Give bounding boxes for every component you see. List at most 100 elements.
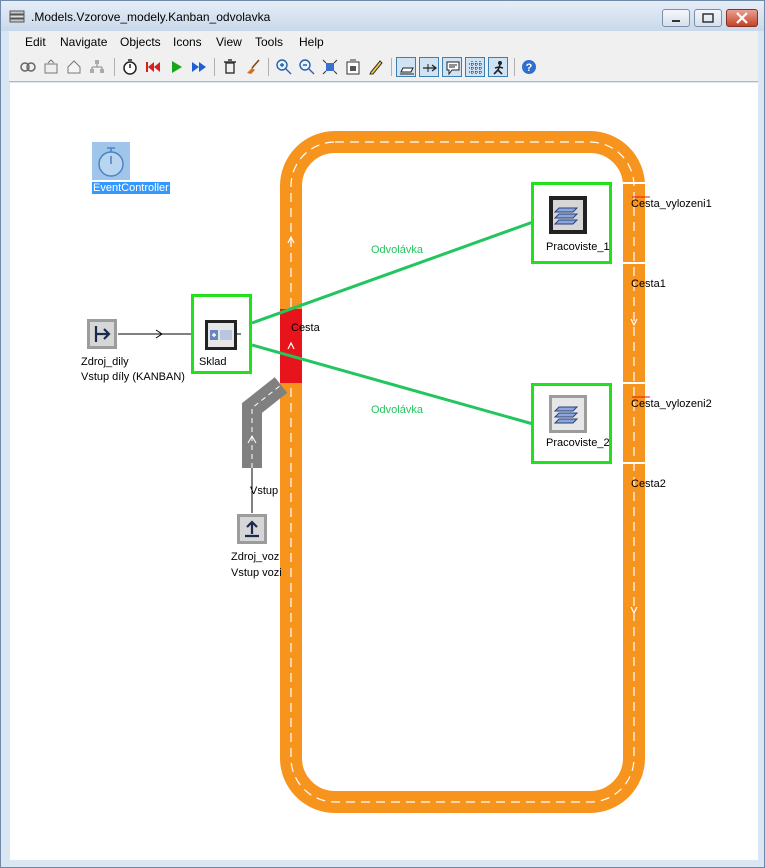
event-controller-icon[interactable]	[92, 142, 130, 180]
source-vehicles-name: Zdroj_voz	[231, 551, 280, 563]
call-off-label-2: Odvolávka	[371, 404, 423, 416]
entry-arrow-icon	[247, 434, 257, 444]
toolbar-separator	[214, 58, 215, 76]
close-icon	[736, 12, 748, 24]
track-centerline	[290, 141, 635, 803]
unload2-label: Cesta_vylozeni2	[631, 398, 712, 410]
zoom-in-button[interactable]	[274, 57, 294, 77]
source-vehicles-label: Vstup vozi	[231, 567, 282, 579]
zoom-out-button[interactable]	[297, 57, 317, 77]
delete-icon	[224, 59, 236, 74]
menu-icons[interactable]: Icons	[173, 35, 202, 49]
structure-button[interactable]	[87, 57, 107, 77]
zoom-out-icon	[299, 59, 315, 75]
play-icon	[172, 61, 182, 73]
unload1-label: Cesta_vylozeni1	[631, 198, 712, 210]
toolbar-separator	[114, 58, 115, 76]
show-grid-toggle[interactable]	[465, 57, 485, 77]
home-icon	[67, 60, 81, 74]
source-vehicles-icon[interactable]	[237, 514, 267, 544]
home-button[interactable]	[64, 57, 84, 77]
reset-button[interactable]	[143, 57, 163, 77]
menu-bar: Edit Navigate Objects Icons View Tools H…	[9, 31, 758, 53]
delete-button[interactable]	[220, 57, 240, 77]
toolbar-separator	[268, 58, 269, 76]
grid-icon	[469, 61, 483, 75]
run-mode-toggle[interactable]	[488, 57, 508, 77]
fit-button[interactable]	[320, 57, 340, 77]
menu-navigate[interactable]: Navigate	[60, 35, 108, 49]
close-button[interactable]	[726, 9, 758, 27]
show-comments-toggle[interactable]	[442, 57, 462, 77]
menu-edit[interactable]: Edit	[25, 35, 46, 49]
call-off-line-1[interactable]	[251, 220, 534, 325]
segment-dividers	[623, 182, 645, 464]
track1-label: Cesta1	[631, 278, 666, 290]
run-mode-icon	[493, 61, 504, 75]
title-bar[interactable]: .Models.Vzorove_modely.Kanban_odvolavka	[1, 1, 764, 31]
track-cesta[interactable]	[280, 309, 302, 383]
fit-icon	[322, 59, 338, 75]
unload-markers	[632, 196, 650, 398]
event-controller-button[interactable]	[120, 57, 140, 77]
parent-icon	[44, 59, 58, 74]
menu-objects[interactable]: Objects	[120, 35, 161, 49]
store-icon[interactable]	[205, 320, 237, 350]
broom-icon	[247, 59, 260, 74]
tree-icon	[90, 60, 104, 73]
workstation1-icon[interactable]	[549, 196, 587, 234]
minimize-button[interactable]	[662, 9, 690, 27]
workstation2-frame[interactable]	[531, 383, 612, 464]
fit-page-button[interactable]	[343, 57, 363, 77]
connector-arrow-icon	[155, 329, 163, 339]
source-parts-icon[interactable]	[87, 319, 117, 349]
menu-view[interactable]: View	[216, 35, 242, 49]
entry-road[interactable]	[242, 377, 288, 468]
model-frame-icon	[9, 10, 25, 23]
workstation1-frame[interactable]	[531, 182, 612, 264]
open-button[interactable]	[18, 57, 38, 77]
menu-tools[interactable]: Tools	[255, 35, 284, 49]
track-cesta-label: Cesta	[291, 322, 320, 334]
workstation2-label: Pracoviste_2	[546, 437, 610, 449]
direction-arrows	[287, 235, 638, 615]
toolbar: ?	[9, 53, 758, 82]
workstation2-icon[interactable]	[549, 395, 587, 433]
stopwatch-icon	[123, 59, 137, 75]
source-parts-label: Vstup díly (KANBAN)	[81, 371, 185, 383]
comment-icon	[446, 61, 460, 76]
help-icon: ?	[522, 60, 536, 74]
store-frame[interactable]	[191, 294, 252, 374]
entry-road-centerline	[251, 384, 282, 468]
fit-page-icon	[346, 59, 360, 75]
parent-button[interactable]	[41, 57, 61, 77]
model-drawing	[118, 131, 650, 813]
step-button[interactable]	[189, 57, 209, 77]
model-canvas[interactable]: EventController Zdroj_dily Vstup díly (K…	[10, 83, 758, 860]
call-off-label-1: Odvolávka	[371, 244, 423, 256]
label-icon	[400, 67, 414, 75]
menu-help[interactable]: Help	[299, 35, 324, 49]
event-controller-label[interactable]: EventController	[92, 182, 170, 194]
show-connectors-toggle[interactable]	[419, 57, 439, 77]
pencil-icon	[369, 60, 383, 75]
fast-forward-icon	[192, 62, 206, 72]
maximize-button[interactable]	[694, 9, 722, 27]
reset-icon	[146, 62, 160, 72]
source-parts-name: Zdroj_dily	[81, 356, 129, 368]
show-labels-toggle[interactable]	[396, 57, 416, 77]
zoom-in-icon	[276, 59, 292, 75]
edit-button[interactable]	[366, 57, 386, 77]
help-button[interactable]: ?	[519, 57, 539, 77]
clean-button[interactable]	[243, 57, 263, 77]
call-off-line-2[interactable]	[251, 343, 534, 426]
start-button[interactable]	[166, 57, 186, 77]
eye-icon	[20, 62, 36, 72]
track2-label: Cesta2	[631, 478, 666, 490]
store-label: Sklad	[199, 356, 227, 368]
svg-text:?: ?	[526, 62, 533, 74]
toolbar-separator	[391, 58, 392, 76]
window-title: .Models.Vzorove_modely.Kanban_odvolavka	[31, 10, 271, 24]
maximize-icon	[702, 13, 714, 23]
